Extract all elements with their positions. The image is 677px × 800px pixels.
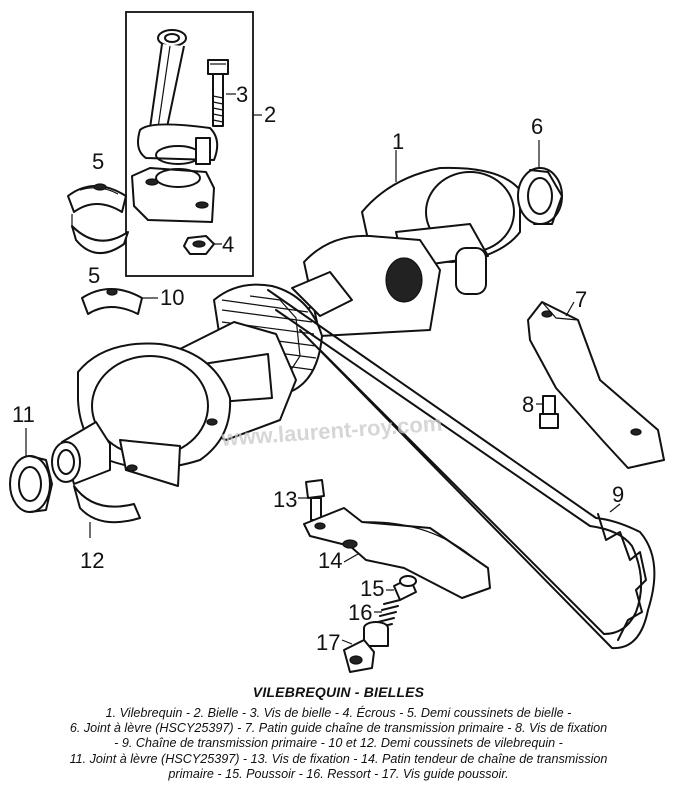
callout-labels: 1 2 3 4 5 5 6 7 8 9 10 11 12 13 14 15 16… bbox=[12, 82, 624, 655]
caption-line-5: primaire - 15. Poussoir - 16. Ressort - … bbox=[168, 766, 509, 781]
connecting-rod-box bbox=[125, 11, 262, 277]
caption-legend: 1. Vilebrequin - 2. Bielle - 3. Vis de b… bbox=[4, 706, 673, 782]
callout-2: 2 bbox=[264, 102, 276, 127]
primary-chain bbox=[267, 289, 656, 650]
callout-5-lower: 5 bbox=[88, 263, 100, 288]
callout-6: 6 bbox=[531, 114, 543, 139]
callout-10: 10 bbox=[160, 285, 184, 310]
main-bearing-shell-upper bbox=[81, 288, 158, 315]
rod-bearing-shell-lower bbox=[71, 214, 129, 254]
callout-13: 13 bbox=[273, 487, 297, 512]
rod-nut bbox=[183, 235, 222, 255]
chain-guide-pad bbox=[527, 301, 665, 469]
connecting-rod-bolt bbox=[207, 59, 236, 127]
tensioner-spring bbox=[374, 599, 401, 629]
callout-3: 3 bbox=[236, 82, 248, 107]
callout-1: 1 bbox=[392, 129, 404, 154]
callout-4: 4 bbox=[222, 232, 234, 257]
chain-tensioner-pad bbox=[303, 507, 491, 599]
caption-title: VILEBREQUIN - BIELLES bbox=[252, 684, 425, 700]
callout-9: 9 bbox=[612, 482, 624, 507]
main-bearing-shell-lower bbox=[73, 485, 141, 538]
tensioner-fixing-bolt bbox=[298, 479, 325, 521]
oil-seal-right bbox=[517, 140, 563, 225]
callout-16: 16 bbox=[348, 600, 372, 625]
callout-15: 15 bbox=[360, 576, 384, 601]
guide-fixing-bolt bbox=[536, 395, 559, 429]
oil-seal-left bbox=[9, 428, 53, 513]
callout-5-upper: 5 bbox=[92, 149, 104, 174]
connecting-rod bbox=[131, 29, 219, 223]
caption-line-2: 6. Joint à lèvre (HSCY25397) - 7. Patin … bbox=[69, 721, 608, 736]
caption-line-4: 11. Joint à lèvre (HSCY25397) - 13. Vis … bbox=[69, 751, 608, 766]
tensioner-plunger bbox=[386, 575, 417, 601]
plunger-guide-screw bbox=[341, 621, 389, 673]
crankshaft bbox=[51, 150, 521, 487]
caption-line-3: - 9. Chaîne de transmission primaire - 1… bbox=[114, 736, 563, 751]
callout-11: 11 bbox=[12, 402, 35, 427]
callout-14: 14 bbox=[318, 548, 342, 573]
caption-line-1: 1. Vilebrequin - 2. Bielle - 3. Vis de b… bbox=[105, 706, 572, 720]
callout-12: 12 bbox=[80, 548, 104, 573]
callout-17: 17 bbox=[316, 630, 340, 655]
callout-7: 7 bbox=[575, 287, 587, 312]
callout-8: 8 bbox=[522, 392, 534, 417]
exploded-diagram: 1 2 3 4 5 5 6 7 8 9 10 11 12 13 14 15 16… bbox=[9, 11, 665, 673]
rod-bearing-shell-upper bbox=[67, 183, 127, 213]
